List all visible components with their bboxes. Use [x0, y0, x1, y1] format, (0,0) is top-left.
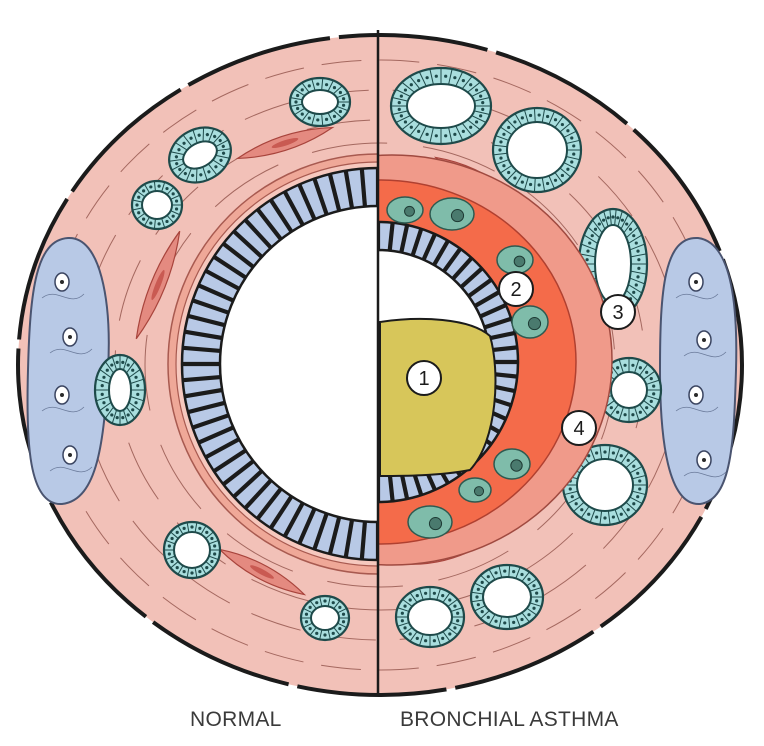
inflammatory-cell [493, 448, 531, 480]
asthma-airway [378, 154, 613, 566]
inflammatory-cell [496, 245, 534, 275]
gland-acinus [162, 520, 222, 580]
chondrocyte [54, 385, 70, 405]
caption-normal: NORMAL [190, 708, 282, 731]
chondrocyte [696, 330, 712, 350]
marker-4: 4 [561, 410, 597, 446]
submucosal-glands [93, 66, 663, 649]
gland-acinus [469, 563, 545, 631]
gland-acinus [491, 106, 583, 194]
mucus-plug [379, 318, 497, 478]
chondrocyte [54, 272, 70, 292]
inflammatory-cell [429, 197, 475, 231]
normal-airway [167, 153, 378, 575]
inflammatory-cells [386, 196, 549, 539]
marker-3: 3 [600, 294, 636, 330]
chondrocyte [62, 445, 78, 465]
gland-acinus [130, 179, 184, 231]
cartilage-left [26, 236, 110, 506]
inflammatory-cell [407, 505, 453, 539]
smooth-muscle-cell [135, 230, 181, 340]
gland-acinus [394, 585, 466, 649]
chondrocyte [688, 385, 704, 405]
gland-acinus [561, 443, 649, 527]
marker-1-label: 1 [418, 368, 429, 390]
marker-2-label: 2 [510, 279, 521, 301]
chondrocyte [688, 272, 704, 292]
gland-acinus [299, 594, 351, 642]
marker-3-label: 3 [612, 302, 623, 324]
cartilage-right [658, 236, 738, 506]
normal-epithelium [182, 168, 378, 560]
gland-acinus [288, 76, 352, 128]
normal-lumen [218, 204, 378, 524]
marker-2: 2 [498, 271, 534, 307]
gland-acinus [389, 66, 493, 146]
inflammatory-cell [386, 196, 424, 224]
inflammatory-cell [511, 305, 549, 339]
chondrocyte [696, 450, 712, 470]
smooth-muscle-cell [235, 126, 335, 160]
marker-4-label: 4 [573, 418, 584, 440]
chondrocyte [62, 327, 78, 347]
gland-acinus [93, 353, 147, 427]
gland-acinus [168, 126, 232, 184]
gland-acinus [595, 356, 663, 424]
smooth-muscle-cell [217, 548, 307, 596]
caption-bronchial-asthma: BRONCHIAL ASTHMA [400, 708, 619, 731]
inflammatory-cell [458, 477, 492, 503]
marker-1: 1 [406, 360, 442, 396]
